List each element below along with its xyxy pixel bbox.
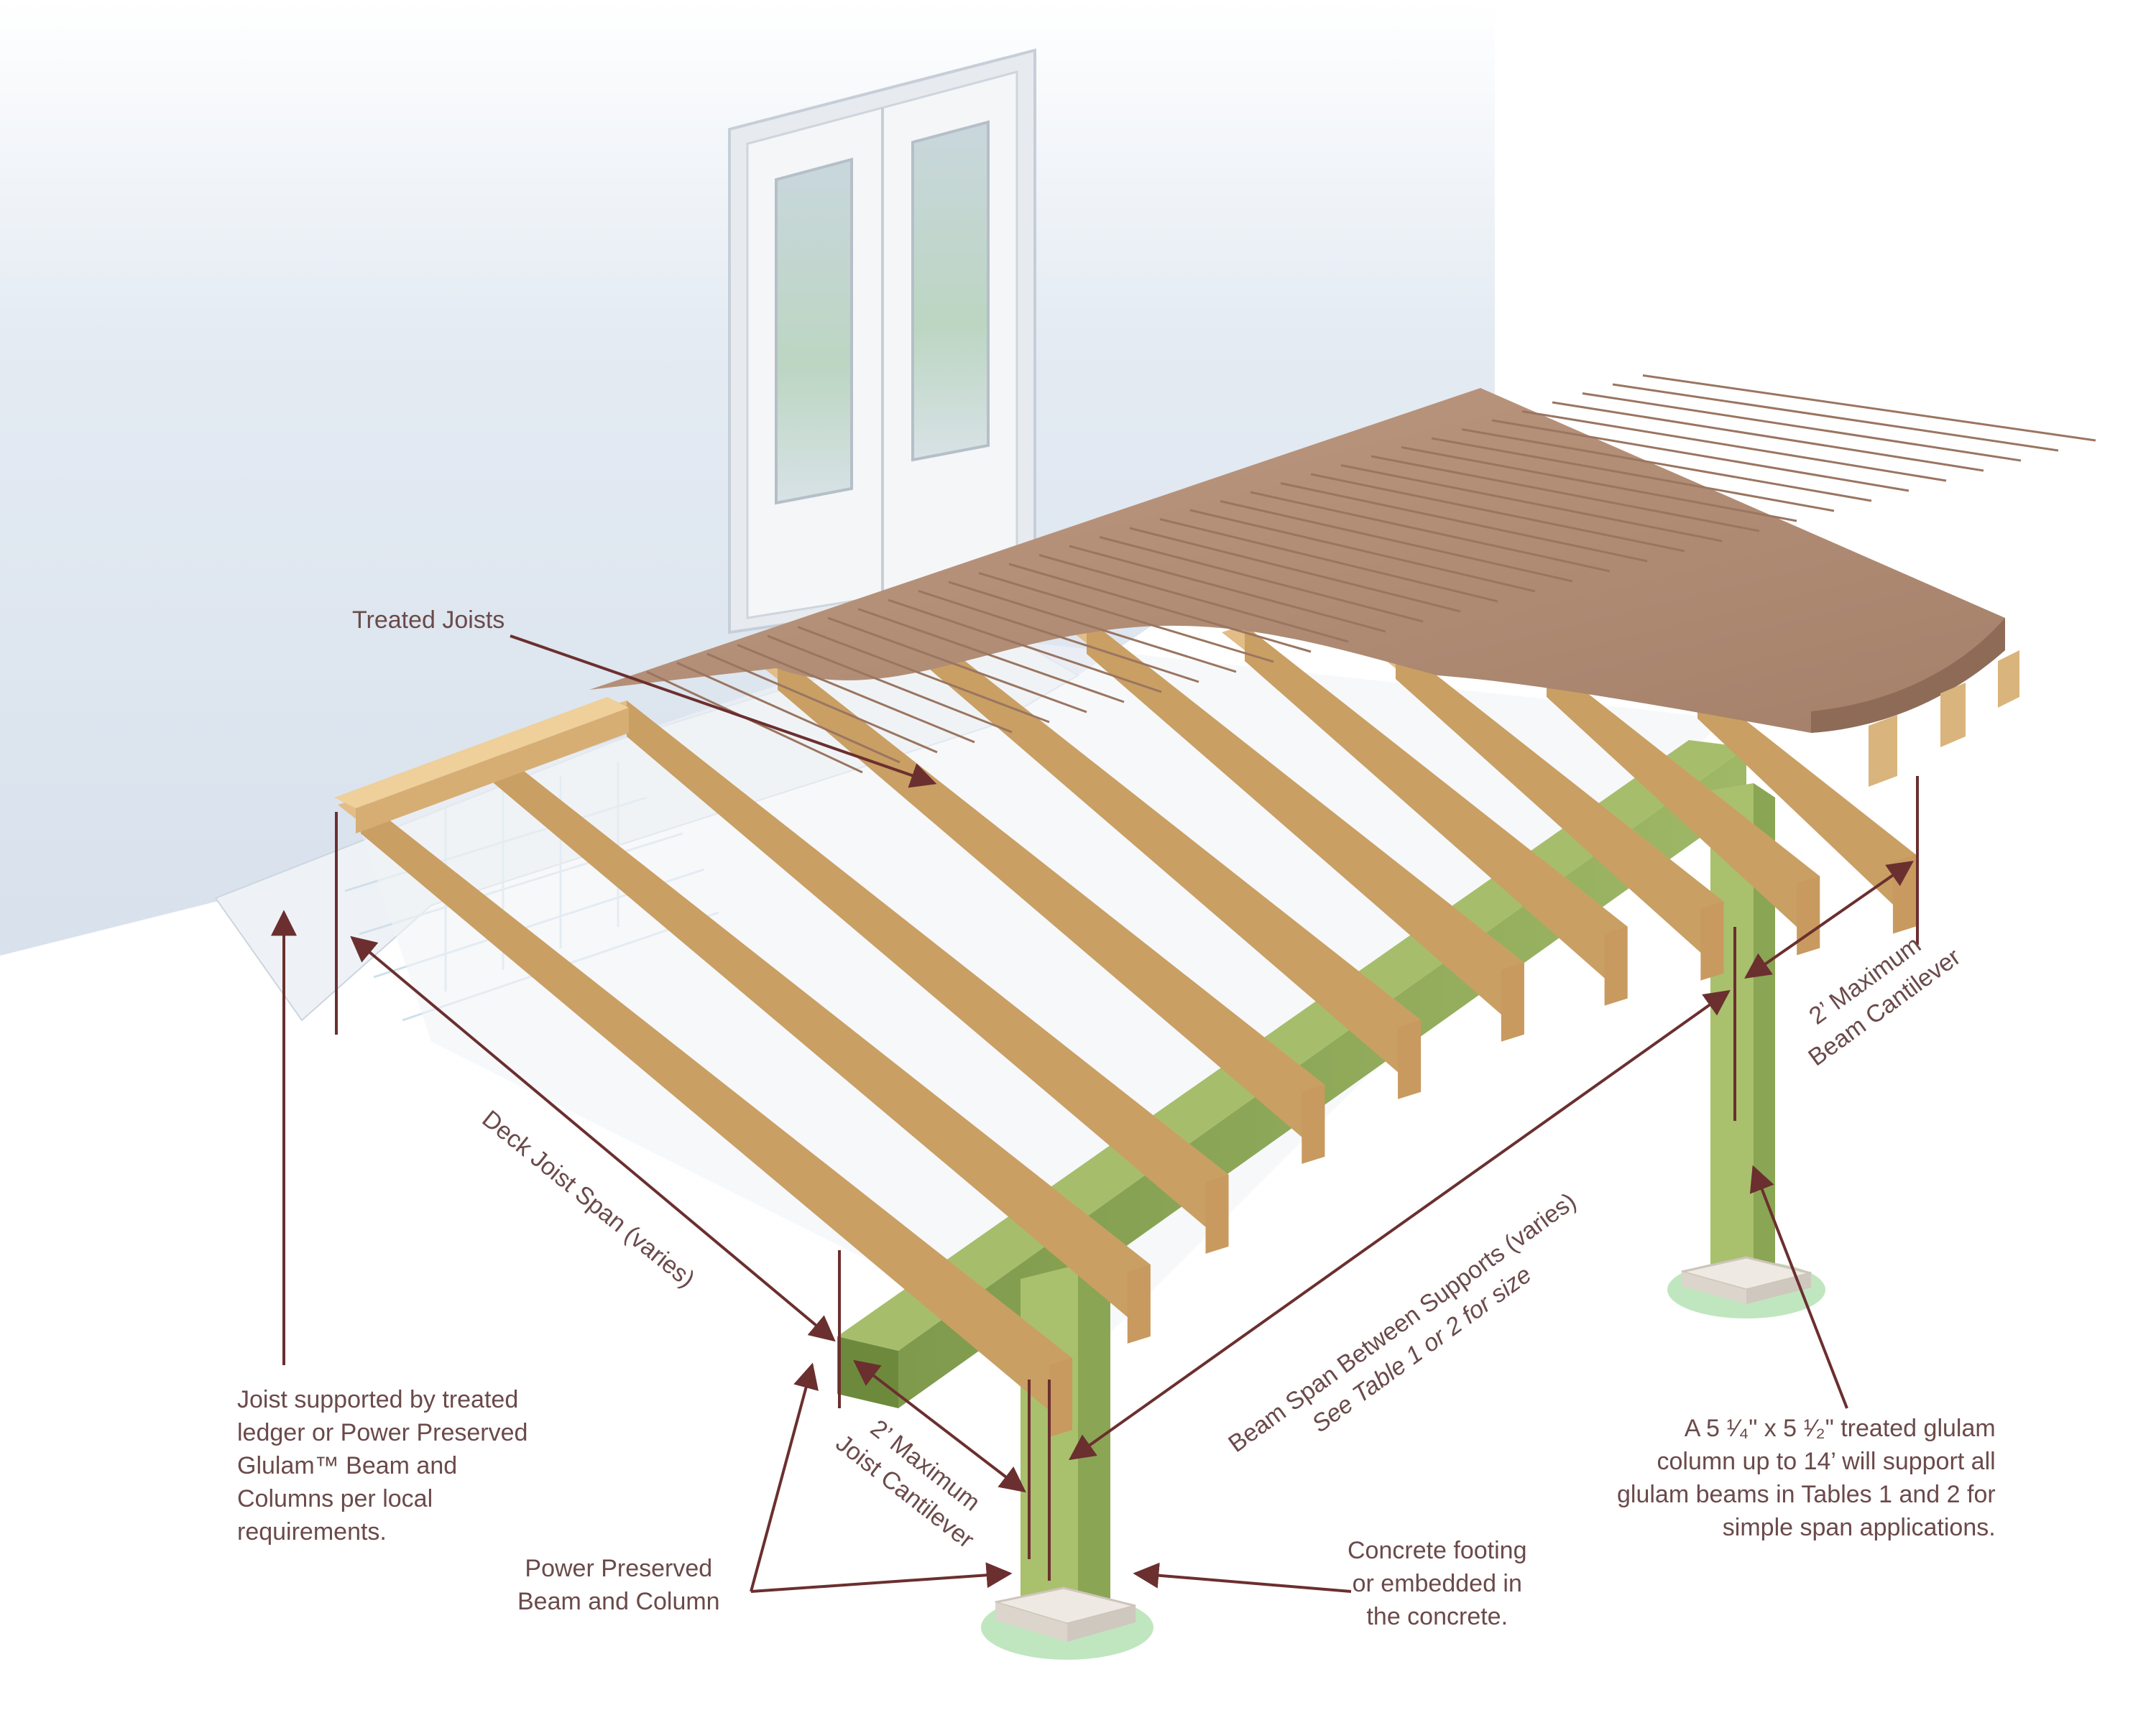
label-glulam-column: A 5 ¹⁄₄" x 5 ¹⁄₂" treated glulam column … — [1617, 1412, 1996, 1544]
joist-side — [929, 632, 1422, 1092]
joist-ends-right — [1869, 650, 2019, 787]
joist-supported-line-5: requirements. — [237, 1518, 387, 1546]
ground-shadow — [359, 632, 1725, 1365]
deck-board-line — [1642, 374, 2096, 442]
deck-board-line — [1521, 410, 1947, 482]
joist-side — [1087, 618, 1524, 1035]
deck-board-line — [1220, 500, 1573, 583]
arrow-treated-joists — [510, 634, 937, 788]
glulam-column-line-1: A 5 ¹⁄₄" x 5 ¹⁄₂" treated glulam — [1684, 1415, 1996, 1442]
joist-end — [1049, 1358, 1072, 1437]
concrete-footing-line-3: the concrete. — [1366, 1603, 1508, 1630]
deck-board-line — [676, 662, 900, 764]
door-glass-left — [775, 157, 853, 505]
deck-board-line — [948, 581, 1237, 673]
power-preserved-line-1: Power Preserved — [525, 1555, 713, 1582]
arrow-beam-cantilever — [1744, 860, 1914, 979]
joist-end — [1302, 1084, 1325, 1164]
joist-supported-line-2: ledger or Power Preserved — [237, 1419, 528, 1446]
joist-side — [1396, 643, 1724, 974]
deck-board-line — [1340, 464, 1723, 542]
concrete-footing-line-1: Concrete footing — [1348, 1537, 1527, 1564]
door-glass-right — [911, 120, 990, 462]
arrow-beam-span — [1069, 989, 1731, 1461]
deck-board-line — [1431, 437, 1835, 512]
footing-left — [981, 1586, 1153, 1660]
joist-end — [1700, 901, 1724, 981]
deck-board-line — [918, 590, 1199, 683]
glulam-column-line-3: glulam beams in Tables 1 and 2 for — [1617, 1481, 1996, 1508]
label-joist-supported: Joist supported by treated ledger or Pow… — [237, 1383, 528, 1548]
power-preserved-line-2: Beam and Column — [517, 1588, 720, 1615]
arrow-power-beam — [750, 1362, 819, 1592]
deck-board-line — [1612, 383, 2059, 452]
glulam-column-line-2: column up to 14’ will support all — [1657, 1448, 1996, 1475]
deck-board-line — [1159, 518, 1498, 603]
arrow-footing — [1133, 1562, 1352, 1593]
joist-side — [1245, 625, 1628, 999]
deck-board-line — [1008, 563, 1312, 653]
label-treated-joists: Treated Joists — [352, 606, 505, 634]
deck-board-line — [1280, 482, 1648, 563]
deck-board-line — [857, 608, 1125, 703]
joist-end — [1604, 926, 1628, 1006]
deck-board-line — [1401, 446, 1797, 522]
deck-board-line — [1250, 491, 1611, 573]
arrow-joist-cantilever — [853, 1359, 1026, 1493]
deck-board-line — [1038, 554, 1349, 643]
ledger-frame — [334, 697, 629, 833]
joist-end — [1501, 962, 1524, 1042]
joist-end — [1127, 1264, 1151, 1344]
deck-board-line — [978, 572, 1274, 663]
concrete-footing-line-2: or embedded in — [1352, 1570, 1522, 1597]
deck-board-line — [1582, 392, 2022, 462]
deck-board-line — [767, 634, 1013, 734]
joist-supported-line-1: Joist supported by treated — [237, 1386, 519, 1413]
glulam-column-line-4: simple span applications. — [1722, 1514, 1996, 1541]
deck-board-line — [1491, 419, 1909, 492]
joist-end — [1797, 876, 1820, 956]
deck-board-line — [1099, 536, 1424, 623]
joist-supported-line-4: Columns per local — [237, 1485, 433, 1512]
arrow-power-column — [750, 1562, 1013, 1593]
deck-board-line — [1310, 473, 1685, 553]
deck-board-lines — [646, 374, 2096, 774]
deck-board-line — [1069, 545, 1386, 633]
deck-board-line — [888, 599, 1162, 693]
joist-supported-line-3: Glulam™ Beam and — [237, 1452, 458, 1479]
annotation-arrows — [271, 634, 1919, 1593]
deck-board-line — [797, 626, 1050, 724]
arrow-glulam-column — [1749, 1165, 1848, 1409]
deck-board-line — [827, 616, 1087, 713]
deck-board-line — [1552, 401, 1984, 472]
joist-end — [1205, 1174, 1229, 1254]
deck-board-line — [1370, 455, 1760, 532]
column-left — [1021, 1265, 1110, 1624]
french-door — [728, 48, 1036, 634]
deck-board-line — [1189, 509, 1536, 593]
joist-end — [1398, 1020, 1422, 1099]
deck-board-line — [737, 644, 975, 744]
deck-board-line — [706, 652, 938, 754]
deck-board-line — [1461, 428, 1872, 502]
label-concrete-footing: Concrete footing or embedded in the conc… — [1348, 1534, 1527, 1633]
deck-board-line — [1129, 527, 1461, 613]
decking — [589, 374, 2096, 774]
label-power-preserved: Power Preserved Beam and Column — [517, 1552, 720, 1618]
arrow-joist-span — [350, 935, 836, 1342]
